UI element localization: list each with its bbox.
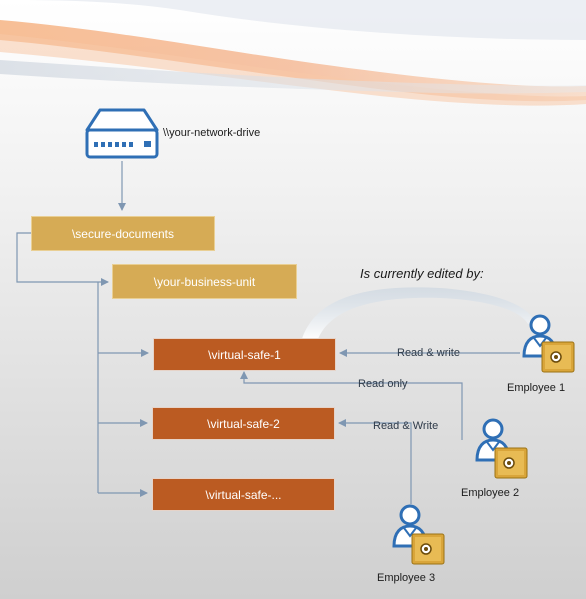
employee-3-icon [392, 504, 445, 565]
header-swoosh [0, 0, 586, 106]
connector-emp3-to-safe2 [338, 419, 412, 504]
folder-business-unit[interactable]: \your-business-unit [112, 264, 297, 299]
folder-business-unit-label: \your-business-unit [153, 274, 256, 289]
safe-2-label: \virtual-safe-2 [207, 416, 280, 431]
connector-emp2-to-safe1 [240, 371, 463, 440]
server-icon [85, 108, 159, 159]
folder-secure-documents[interactable]: \secure-documents [31, 216, 215, 251]
safe-2[interactable]: \virtual-safe-2 [152, 407, 335, 440]
network-drive-label: \\your-network-drive [163, 127, 261, 139]
safe-1[interactable]: \virtual-safe-1 [153, 338, 336, 371]
employee-1-icon [522, 314, 575, 373]
safe-1-label: \virtual-safe-1 [208, 347, 281, 362]
employee-1-name: Employee 1 [507, 382, 566, 394]
permission-employee-3: Read & Write [373, 420, 439, 432]
safe-3[interactable]: \virtual-safe-... [152, 478, 335, 511]
edited-by-arc [302, 287, 535, 339]
safe-3-label: \virtual-safe-... [205, 487, 282, 502]
folder-secure-documents-label: \secure-documents [71, 226, 175, 241]
permission-employee-1: Read & write [397, 347, 460, 359]
permission-employee-2: Read only [358, 378, 408, 390]
connector-secure-to-bu [16, 232, 109, 286]
edited-by-label: Is currently edited by: [360, 266, 484, 281]
employee-3-name: Employee 3 [377, 572, 436, 584]
employee-2-icon [475, 418, 528, 479]
employee-2-name: Employee 2 [461, 487, 520, 499]
